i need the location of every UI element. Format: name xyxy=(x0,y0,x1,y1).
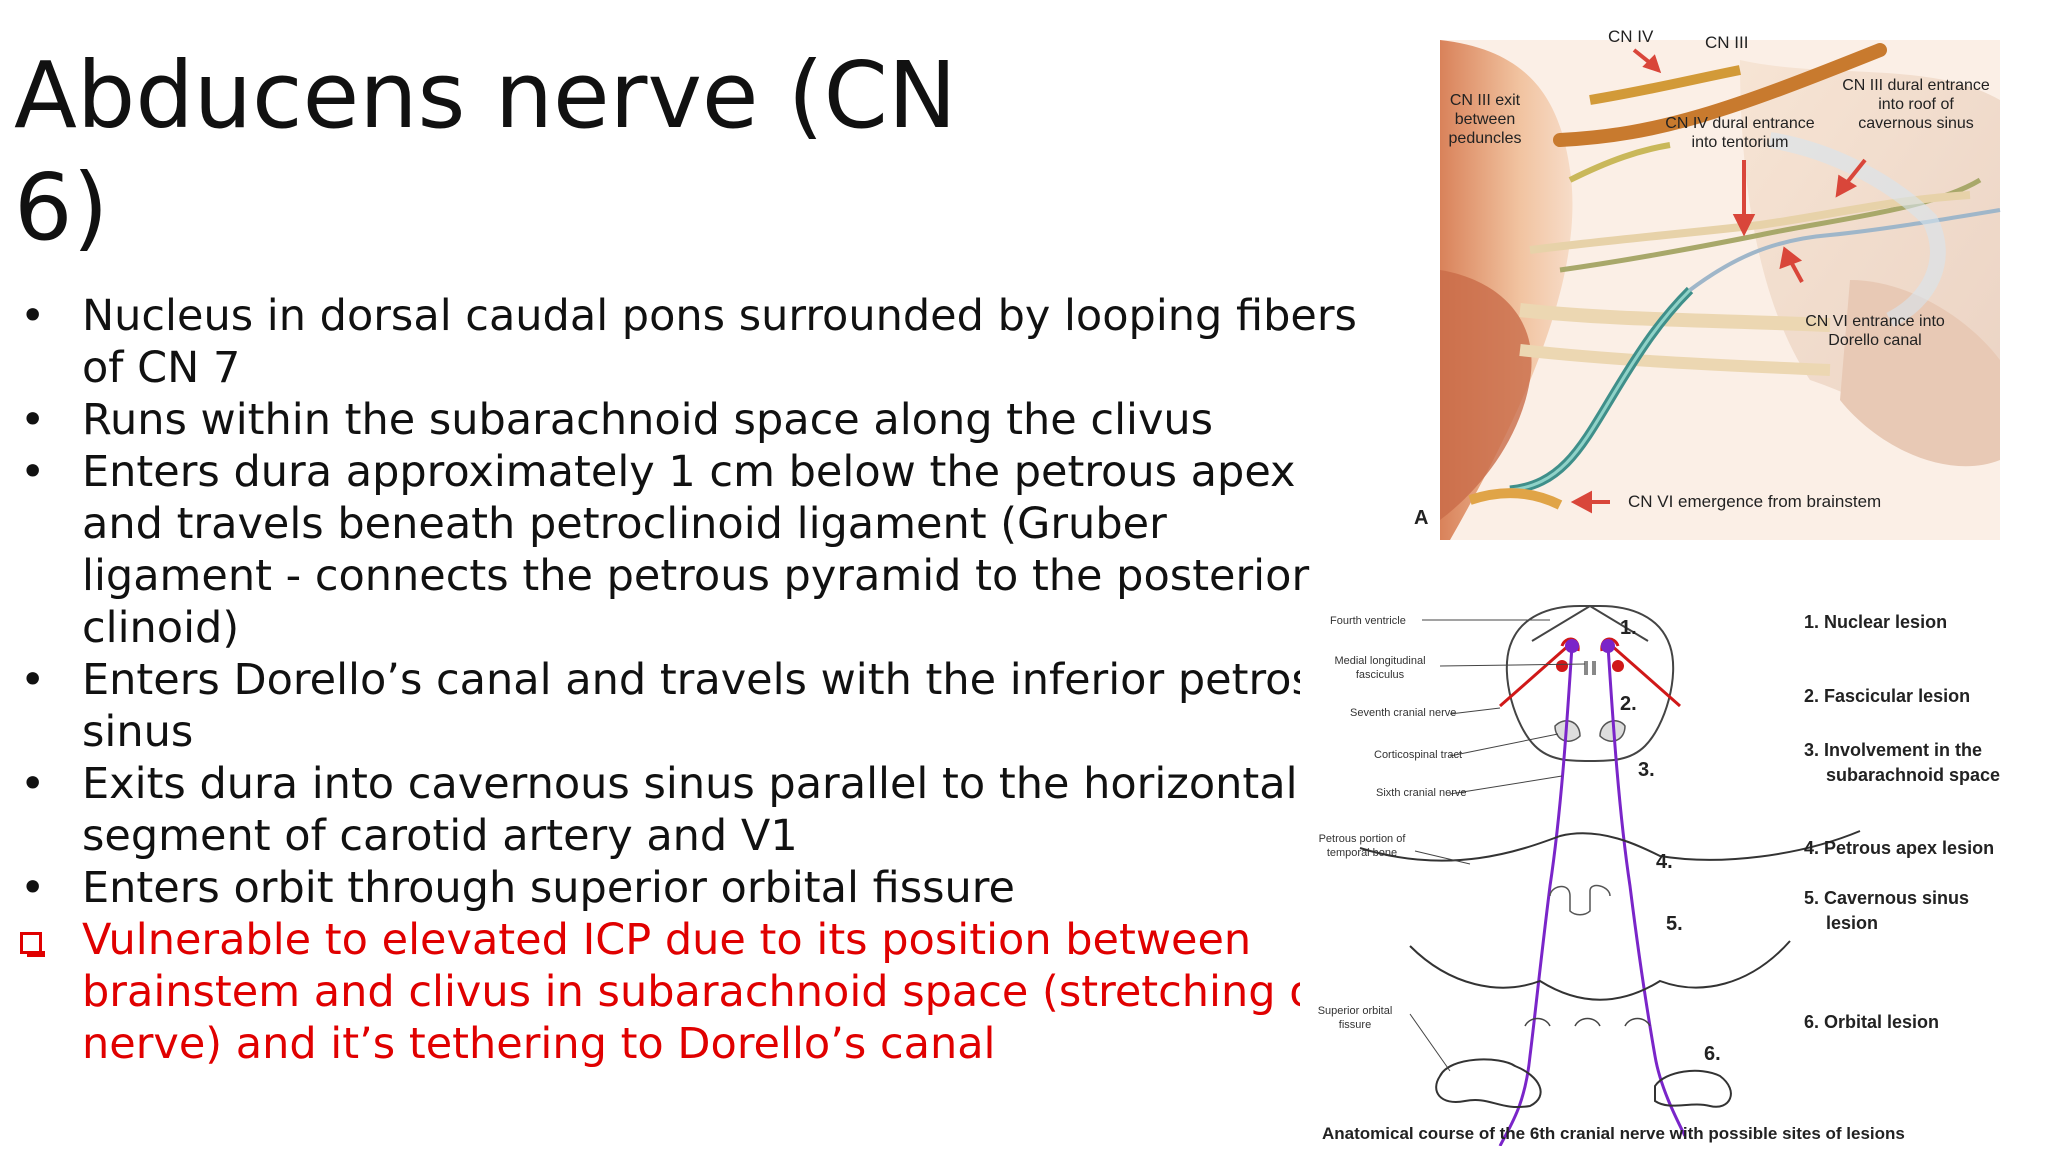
bullet-item: • Enters orbit through superior orbital f… xyxy=(20,862,1360,914)
lesion-1: 1. Nuclear lesion xyxy=(1804,612,1947,632)
bullet-dot-icon: • xyxy=(20,759,46,809)
lesion-6: 6. Orbital lesion xyxy=(1804,1012,1939,1032)
bullet-dot-icon: • xyxy=(20,655,46,705)
site-4: 4. xyxy=(1656,851,1673,873)
left-superior-orbital-fissure xyxy=(1435,1058,1542,1108)
site-5: 5. xyxy=(1666,913,1683,935)
bullet-text: Enters dura approximately 1 cm below the… xyxy=(82,447,1310,653)
slide-title: Abducens nerve (CN 6) xyxy=(14,42,957,261)
left-sixth-nerve-course xyxy=(1498,645,1574,1146)
checkbox-square-icon xyxy=(20,914,60,966)
bullet-text: Nucleus in dorsal caudal pons surrounded… xyxy=(82,291,1357,393)
figure-caption: Anatomical course of the 6th cranial ner… xyxy=(1322,1124,1905,1143)
bullet-dot-icon: • xyxy=(20,863,46,913)
bullet-item: • Nucleus in dorsal caudal pons surrounde… xyxy=(20,290,1360,394)
label-fourth-ventricle: Fourth ventricle xyxy=(1330,615,1406,627)
bullet-item: • Exits dura into cavernous sinus paralle… xyxy=(20,758,1360,862)
highlight-text: Vulnerable to elevated ICP due to its po… xyxy=(82,915,1331,1069)
bullet-item: • Enters Dorello’s canal and travels with… xyxy=(20,654,1360,758)
site-6: 6. xyxy=(1704,1043,1721,1065)
bullet-dot-icon: • xyxy=(20,395,46,445)
pons-outline xyxy=(1505,605,1675,762)
bullet-item: • Runs within the subarachnoid space alon… xyxy=(20,394,1360,446)
label-cn6-emergence: CN VI emergence from brainstem xyxy=(1628,492,1881,511)
highlight-bullet: Vulnerable to elevated ICP due to its po… xyxy=(20,914,1360,1070)
right-sixth-nerve-course xyxy=(1606,645,1687,1137)
bullet-text: Runs within the subarachnoid space along… xyxy=(82,395,1214,445)
lesion-2: 2. Fascicular lesion xyxy=(1804,686,1970,706)
site-3: 3. xyxy=(1638,759,1655,781)
label-seventh-nerve: Seventh cranial nerve xyxy=(1350,707,1456,719)
fourth-ventricle-outline xyxy=(1531,604,1649,642)
lesion-legend: 1. Nuclear lesion 2. Fascicular lesion 3… xyxy=(1804,612,2000,1032)
bullet-text: Exits dura into cavernous sinus parallel… xyxy=(82,759,1298,861)
bullet-text: Enters Dorello’s canal and travels with … xyxy=(82,655,1353,757)
site-2: 2. xyxy=(1620,693,1637,715)
label-corticospinal: Corticospinal tract xyxy=(1374,749,1462,761)
label-cn4: CN IV xyxy=(1608,27,1654,46)
arrow-markers xyxy=(1570,48,1867,514)
bullet-item: • Enters dura approximately 1 cm below th… xyxy=(20,446,1360,654)
bullet-dot-icon: • xyxy=(20,291,46,341)
label-cn3: CN III xyxy=(1705,33,1748,52)
bullet-text: Enters orbit through superior orbital fi… xyxy=(82,863,1015,913)
site-1: 1. xyxy=(1620,617,1637,639)
bullet-list: • Nucleus in dorsal caudal pons surrounde… xyxy=(20,290,1360,1070)
bullet-dot-icon: • xyxy=(20,447,46,497)
panel-letter: A xyxy=(1414,507,1428,529)
label-sixth-nerve: Sixth cranial nerve xyxy=(1376,787,1467,799)
lesion-4: 4. Petrous apex lesion xyxy=(1804,838,1994,858)
right-superior-orbital-fissure xyxy=(1654,1069,1732,1108)
